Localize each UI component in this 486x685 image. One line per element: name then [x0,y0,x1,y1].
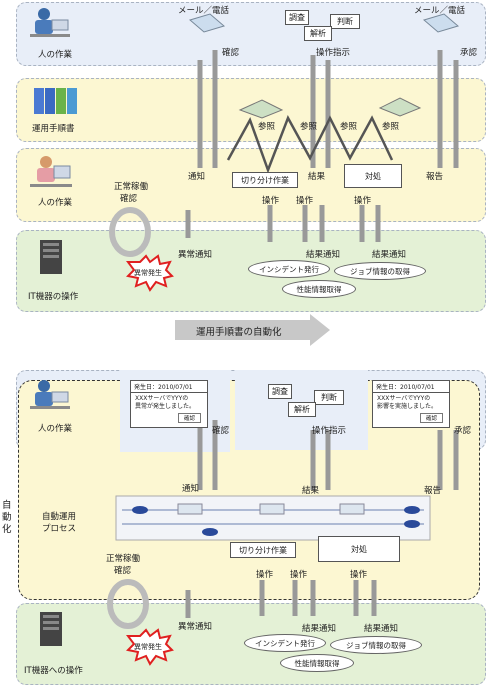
automation-arrow [175,314,330,346]
top-incident: インシデント発行 [248,260,330,278]
bottom-action: 対処 [318,536,400,562]
bottom-anomaly-notify: 異常通知 [178,622,213,632]
workflow-screenshot [115,495,431,541]
bottom-lane-label-human: 人の作業 [38,424,73,434]
top-mail-left: メール／電話 [178,6,230,16]
bottom-approve: 承認 [454,426,472,436]
top-analyze: 解析 [304,26,332,41]
note-left-line2: 異常が発生しました。 [135,403,196,410]
bottom-alarm: 異常発生 [134,643,162,651]
top-notify: 通知 [188,172,206,182]
bottom-survey: 調査 [268,384,292,399]
top-isolation: 切り分け作業 [232,172,298,188]
bottom-job-info: ジョブ情報の取得 [330,636,422,654]
top-ref-1: 参照 [258,122,276,132]
person-icon-top-1 [30,8,70,37]
top-approve: 承認 [460,48,478,58]
top-op-1: 操作 [262,196,280,206]
note-left-line1: XXXサーバでYYYの [135,395,189,402]
bottom-result-notify-1: 結果通知 [302,624,337,634]
top-ref-4: 参照 [382,122,400,132]
alarm-burst-top [125,254,174,292]
bottom-instruct: 操作指示 [312,426,347,436]
automation-arrow-label: 運用手順書の自動化 [196,327,282,338]
mail-icon-right [422,13,460,33]
side-label-automation: 自動化 [2,500,12,535]
top-job-info: ジョブ情報の取得 [334,262,426,280]
top-human-lane [16,2,486,66]
binders-icon [34,88,77,114]
top-perf-info: 性能情報取得 [282,280,356,298]
top-normal-check-2: 確認 [120,194,138,204]
top-ref-3: 参照 [340,122,358,132]
top-mail-right: メール／電話 [414,6,466,16]
top-result: 結果 [308,172,326,182]
top-result-notify-2: 結果通知 [372,250,407,260]
top-ref-2: 参照 [300,122,318,132]
bottom-result-notify-2: 結果通知 [364,624,399,634]
top-survey: 調査 [285,10,309,25]
bottom-perf-info: 性能情報取得 [280,654,354,672]
top-op-2: 操作 [296,196,314,206]
note-left-date: 発生日：2010/07/01 [131,381,207,393]
top-instruct: 操作指示 [316,48,351,58]
normal-check-cycle-top [109,207,151,257]
bottom-op-3: 操作 [350,570,368,580]
note-right: 発生日：2010/07/01 XXXサーバでYYYの影響を実施しました。 確認 [372,380,450,428]
bottom-incident: インシデント発行 [244,634,326,652]
server-icon-top [40,240,62,274]
bottom-normal-check-2: 確認 [114,566,132,576]
note-right-line2: 影響を実施しました。 [377,403,438,410]
top-op-3: 操作 [354,196,372,206]
bottom-op-2: 操作 [290,570,308,580]
top-lane-label-human-2: 人の作業 [38,198,73,208]
bottom-notify: 通知 [182,484,200,494]
bottom-confirm: 確認 [212,426,230,436]
normal-check-cycle-bottom [107,579,149,629]
top-lane-label-it: IT機器の操作 [28,292,79,302]
bottom-report: 報告 [424,486,442,496]
reference-zigzag [226,115,394,174]
top-normal-check-1: 正常稼働 [114,182,149,192]
book-icon-2 [378,97,422,117]
top-alarm: 異常発生 [134,269,162,277]
bottom-result: 結果 [302,486,320,496]
note-left: 発生日：2010/07/01 XXXサーバでYYYの異常が発生しました。 確認 [130,380,208,428]
bottom-lane-label-it: IT機器への操作 [24,666,83,676]
bottom-op-1: 操作 [256,570,274,580]
top-result-notify-1: 結果通知 [306,250,341,260]
note-right-line1: XXXサーバでYYYの [377,395,431,402]
bottom-analyze: 解析 [288,402,316,417]
top-action: 対処 [344,164,402,188]
top-report: 報告 [426,172,444,182]
person-icon-top-2 [30,156,72,187]
top-lane-label-human: 人の作業 [38,50,73,60]
bottom-isolation: 切り分け作業 [230,542,296,558]
server-icon-bottom [40,612,62,646]
top-confirm: 確認 [222,48,240,58]
top-judge: 判断 [330,14,360,29]
note-left-confirm-button[interactable]: 確認 [177,413,201,423]
bottom-normal-check-1: 正常稼働 [106,554,141,564]
person-icon-bottom [30,380,70,409]
bottom-auto-process-2: プロセス [42,524,77,534]
mail-icon-left [188,13,226,33]
book-icon-1 [238,99,284,119]
bottom-auto-process-1: 自動運用 [42,512,77,522]
bottom-arrows [185,420,459,618]
note-right-confirm-button[interactable]: 確認 [419,413,443,423]
top-lane-label-manual: 運用手順書 [32,124,75,134]
top-anomaly-notify: 異常通知 [178,250,213,260]
top-arrows [185,50,459,242]
bottom-judge: 判断 [314,390,344,405]
alarm-burst-bottom [125,628,174,666]
note-right-date: 発生日：2010/07/01 [373,381,449,393]
